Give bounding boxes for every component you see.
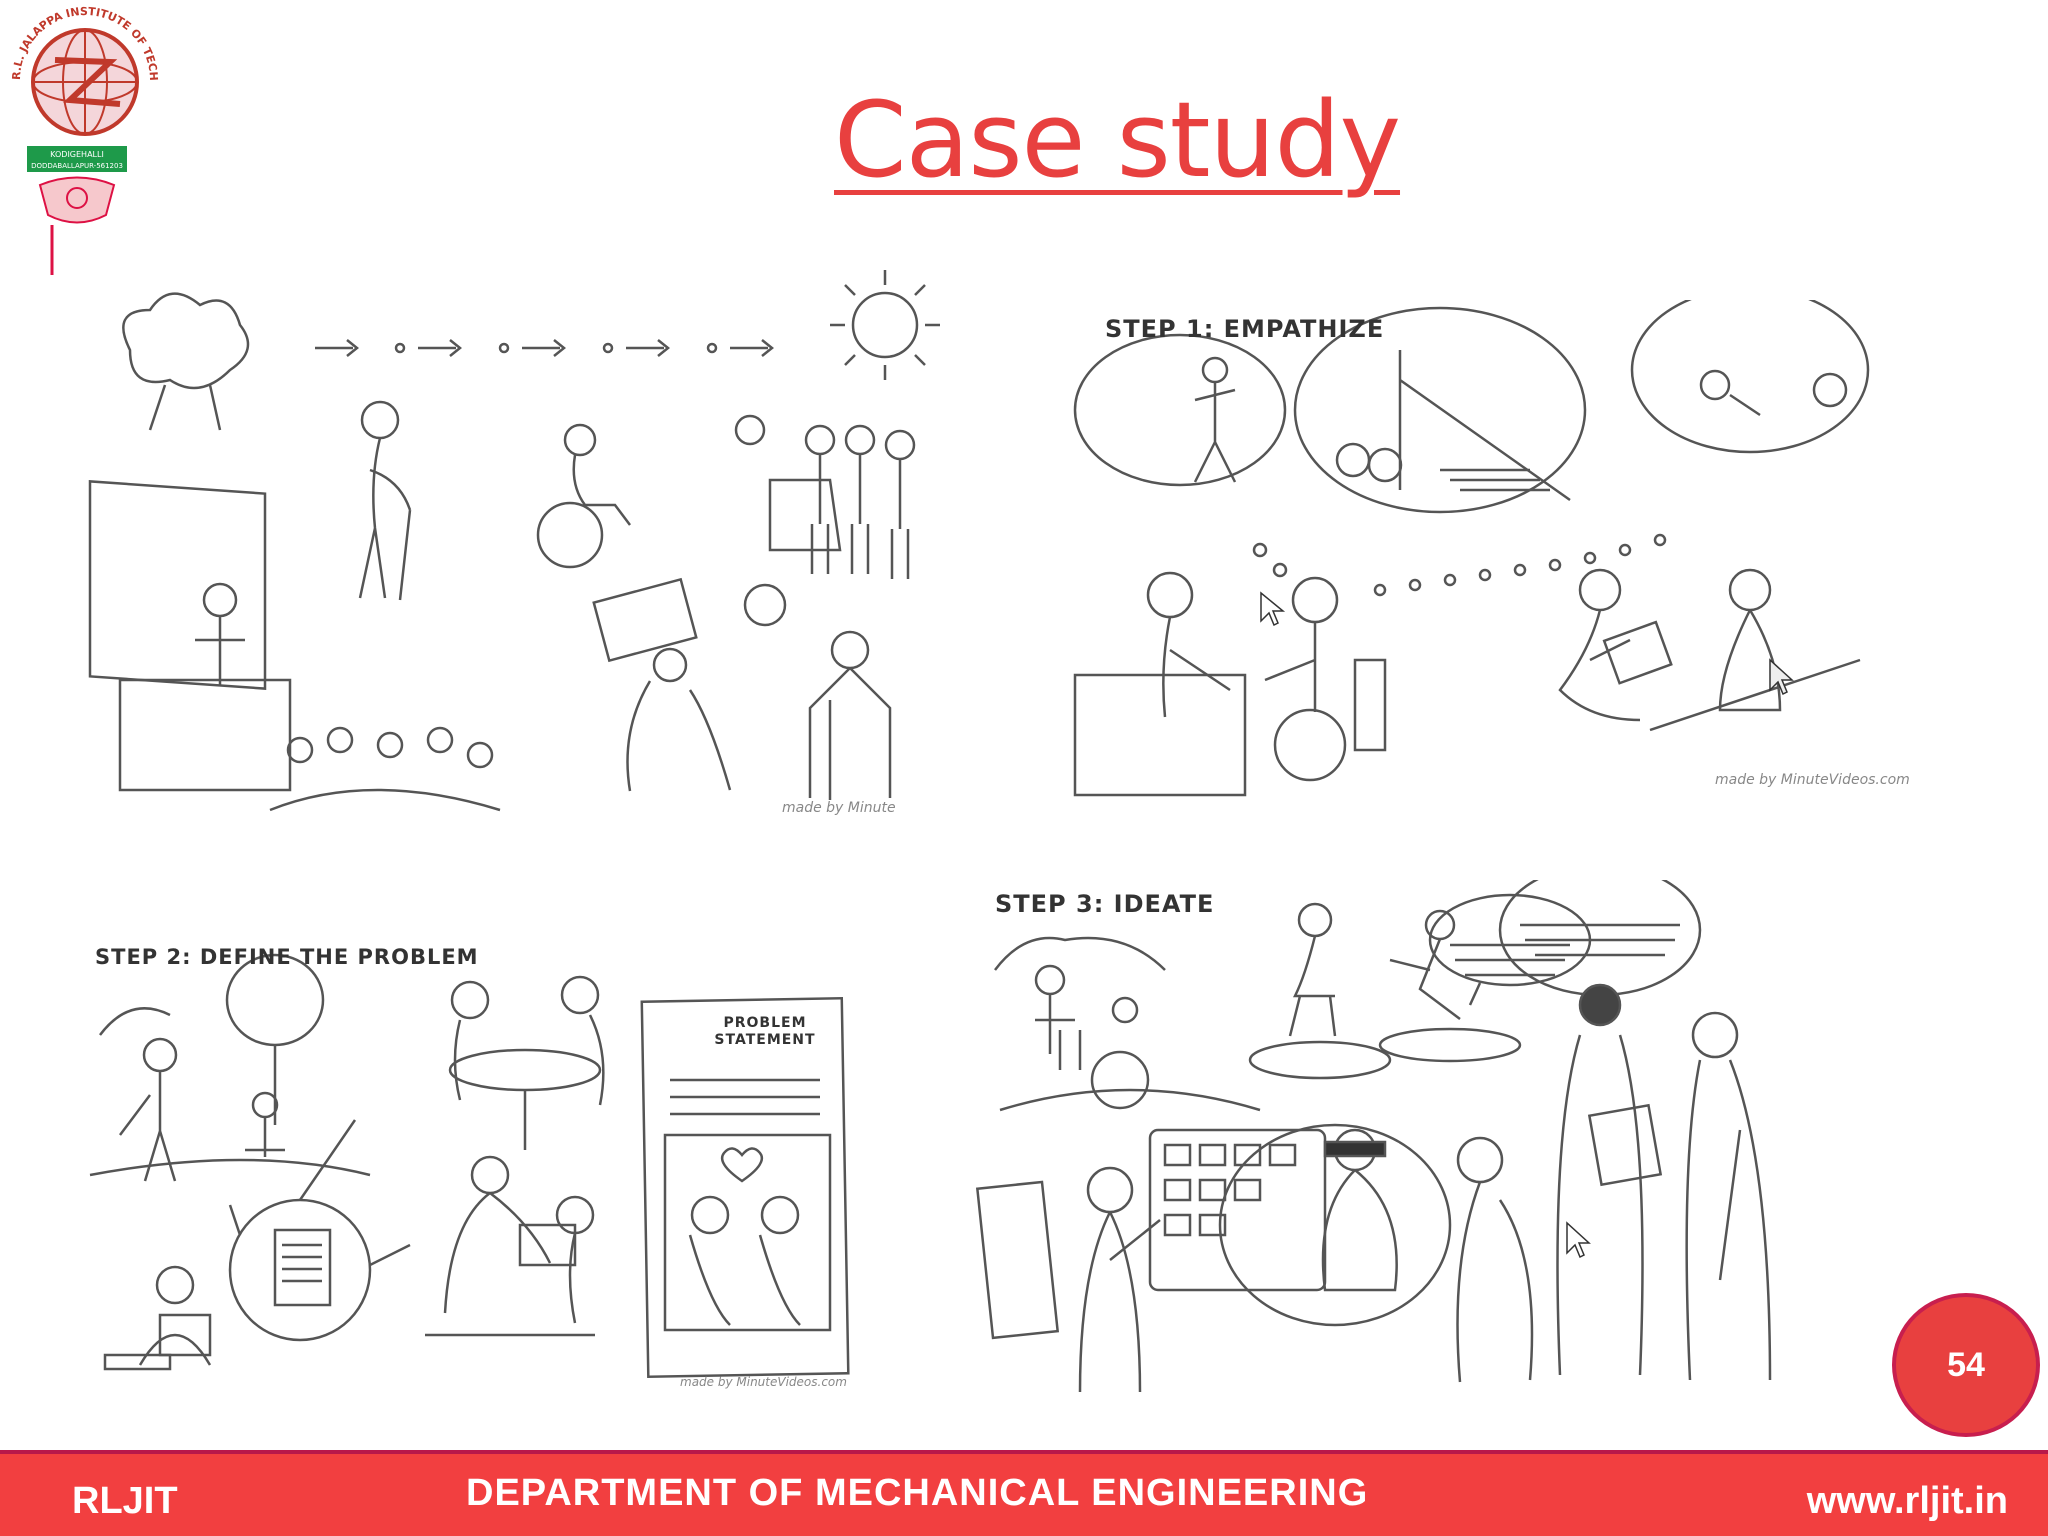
- empathize-credit: made by MinuteVideos.com: [1715, 772, 1910, 788]
- logo-address-line1: KODIGEHALLI: [50, 150, 104, 159]
- footer-institute-abbr: RLJIT: [72, 1480, 178, 1522]
- step1-label: STEP 1: EMPATHIZE: [1105, 315, 1385, 343]
- define-credit: made by MinuteVideos.com: [680, 1375, 847, 1389]
- empathize-sketch: STEP 1: EMPATHIZE made by MinuteVideos.c…: [1070, 300, 1940, 800]
- ideate-sketch: STEP 3: IDEATE: [960, 880, 1880, 1400]
- step2-label: STEP 2: DEFINE THE PROBLEM: [95, 945, 479, 969]
- footer-website-link[interactable]: www.rljit.in: [1806, 1480, 2008, 1522]
- footer-department: DEPARTMENT OF MECHANICAL ENGINEERING: [466, 1472, 1369, 1514]
- problem-statement-label: PROBLEM STATEMENT: [714, 1015, 816, 1048]
- define-sketch: STEP 2: DEFINE THE PROBLEM PROBLEM STATE…: [70, 935, 870, 1395]
- overview-credit: made by Minute: [782, 800, 896, 816]
- logo-address-line2: DODDABALLAPUR-561203: [31, 162, 123, 170]
- step3-label: STEP 3: IDEATE: [995, 890, 1215, 918]
- institute-logo: R.L. JALAPPA INSTITUTE OF TECHNOLOGY KOD…: [0, 0, 170, 285]
- page-title: Case study: [834, 79, 1401, 201]
- overview-sketch: made by Minute: [70, 270, 990, 825]
- footer-bar: RLJIT DEPARTMENT OF MECHANICAL ENGINEERI…: [0, 1450, 2048, 1536]
- page-number-badge: 54: [1892, 1293, 2040, 1437]
